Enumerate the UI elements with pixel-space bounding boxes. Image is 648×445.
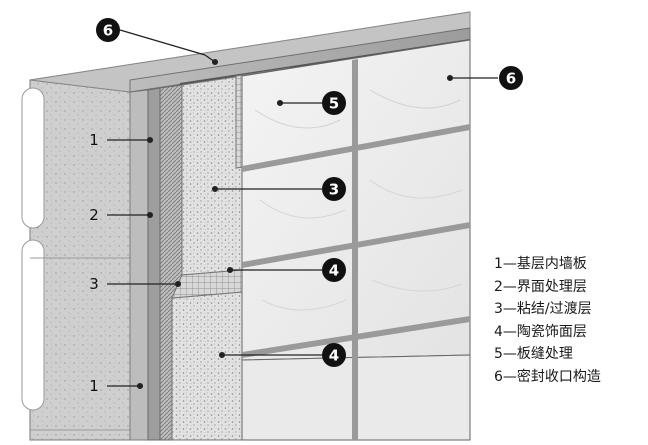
callout-3-mid: 3 [322, 177, 346, 201]
callout-5-text: 5 [329, 95, 339, 113]
ceramic-tile-face [241, 39, 471, 441]
callout-right-6-text: 6 [506, 70, 516, 88]
leader-lines [107, 29, 498, 390]
legend-item-4: 4—陶瓷饰面层 [494, 323, 587, 340]
legend-item-1: 1—基层内墙板 [494, 256, 587, 272]
foam-board-upper [181, 75, 243, 276]
label-1-bottom: 1 [89, 377, 99, 395]
legend-item-6: 6—密封收口构造 [494, 368, 601, 385]
callout-5: 5 [322, 91, 346, 115]
callout-top-6: 6 [96, 18, 120, 42]
callout-4-lower-text: 4 [329, 347, 339, 365]
callout-4-lower: 4 [322, 343, 346, 367]
legend-item-2: 2—界面处理层 [494, 278, 587, 295]
interface-layer [129, 87, 161, 441]
callout-right-6: 6 [499, 66, 523, 90]
label-2: 2 [89, 206, 99, 224]
label-3: 3 [89, 275, 99, 293]
foam-board-lower [171, 291, 243, 441]
legend-item-5: 5—板缝处理 [494, 346, 573, 362]
legend-item-3: 3—粘结/过渡层 [494, 301, 592, 317]
callout-3-mid-text: 3 [329, 181, 339, 199]
callout-4-upper: 4 [322, 258, 346, 282]
label-1-top: 1 [89, 131, 99, 149]
base-wall-panel [21, 11, 471, 441]
callout-4-upper-text: 4 [329, 262, 339, 280]
legend: 1—基层内墙板 2—界面处理层 3—粘结/过渡层 4—陶瓷饰面层 5—板缝处理 … [494, 253, 644, 388]
callout-top-6-text: 6 [103, 22, 113, 40]
